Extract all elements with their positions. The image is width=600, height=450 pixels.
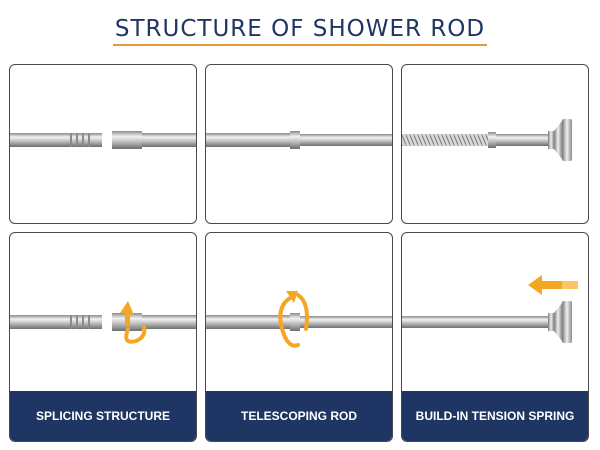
caption-telescoping-rod: TELESCOPING ROD: [206, 391, 392, 441]
spin-arrow-icon: [278, 291, 309, 348]
panel-spring-detail: [401, 64, 589, 224]
splicing-rotation-illustration: [10, 301, 196, 344]
panel-spring: BUILD-IN TENSION SPRING: [401, 232, 589, 442]
panel-telescoping: TELESCOPING ROD: [205, 232, 393, 442]
left-arrow-icon: [528, 275, 578, 295]
caption-splicing-structure: SPLICING STRUCTURE: [10, 391, 196, 441]
panel-splicing-detail: [9, 64, 197, 224]
title-underline: [113, 44, 487, 46]
spring-compression-illustration: [402, 275, 578, 343]
telescoping-rotation-illustration: [206, 291, 392, 348]
telescoping-rod-illustration: [206, 131, 392, 149]
page-title: STRUCTURE OF SHOWER ROD: [114, 16, 486, 42]
splicing-rod-illustration: [10, 131, 196, 149]
spring-rod-illustration: [402, 119, 572, 161]
panel-splicing: SPLICING STRUCTURE: [9, 232, 197, 442]
caption-build-in-tension-spring: BUILD-IN TENSION SPRING: [402, 391, 588, 441]
rotate-arrow-icon: [120, 301, 147, 344]
panel-telescoping-detail: [205, 64, 393, 224]
